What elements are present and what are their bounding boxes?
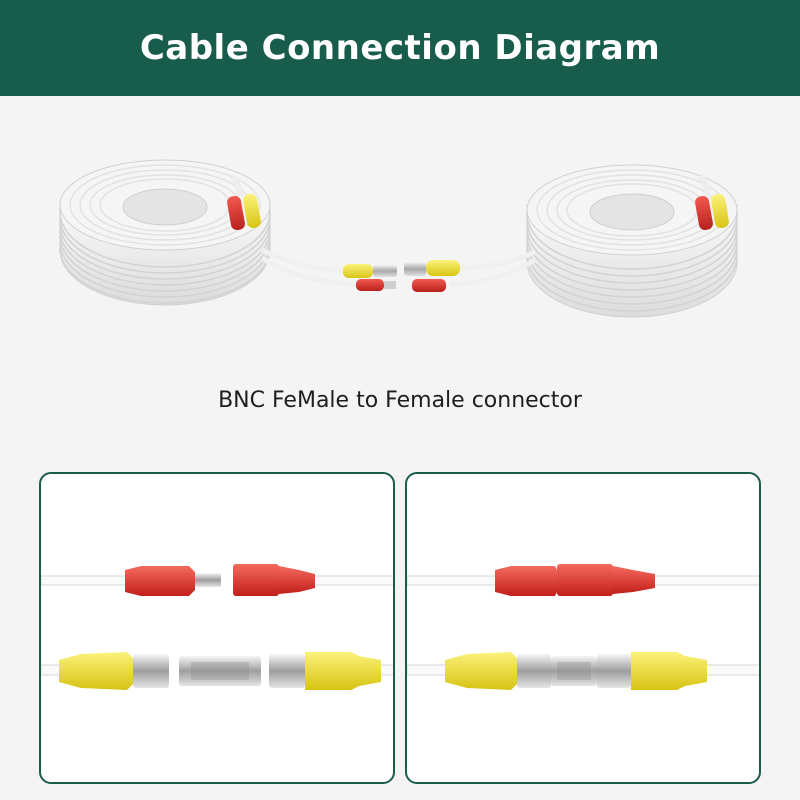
header-bar: Cable Connection Diagram [0, 0, 800, 96]
power-cable-disconnected [41, 564, 395, 596]
right-cable-coil [527, 165, 737, 317]
panel-disconnected [39, 472, 395, 784]
connected-illustration [407, 474, 761, 784]
disconnected-illustration [41, 474, 395, 784]
video-cable-connected [407, 652, 761, 690]
video-cable-disconnected [41, 652, 395, 690]
center-connectors [343, 260, 460, 292]
connecting-leads [262, 250, 535, 285]
connector-caption: BNC FeMale to Female connector [0, 388, 800, 413]
page-title: Cable Connection Diagram [140, 28, 660, 68]
panel-connected [405, 472, 761, 784]
power-cable-connected [407, 564, 761, 596]
cable-coils-illustration [0, 96, 800, 366]
left-cable-coil [60, 160, 270, 305]
